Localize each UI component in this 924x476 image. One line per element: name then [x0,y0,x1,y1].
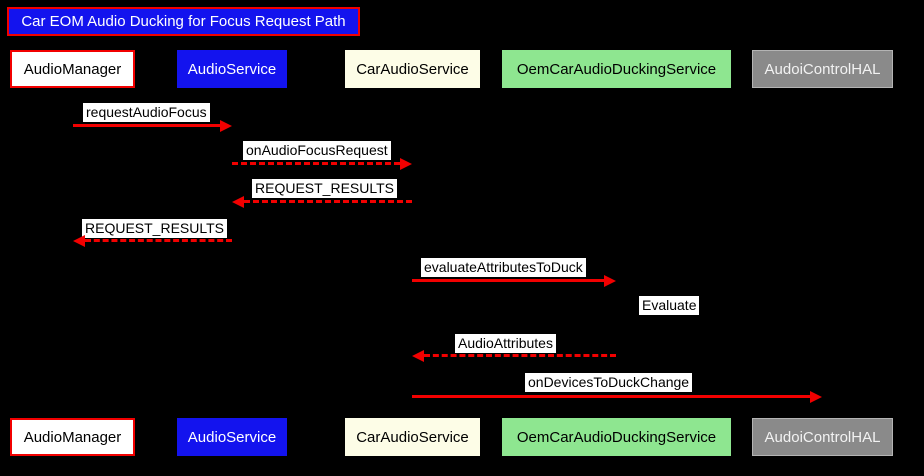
participant-audioservice-bottom: AudioService [177,418,287,456]
participant-caraudioservice-bottom: CarAudioService [345,418,480,456]
message-label-ondevicestoduckchange: onDevicesToDuckChange [525,373,693,392]
diagram-title: Car EOM Audio Ducking for Focus Request … [7,7,360,36]
message-line-request-results-2 [85,239,232,242]
message-label-audioattributes: AudioAttributes [455,334,556,353]
arrowhead-right-icon [604,275,616,287]
message-line-request-results-1 [244,200,412,203]
participant-audiomanager-top: AudioManager [10,50,135,88]
message-label-evaluateattributestoduck: evaluateAttributesToDuck [421,258,586,277]
message-line-onaudiofocusrequest [232,162,400,165]
message-label-evaluate: Evaluate [639,296,700,315]
message-line-evaluateattributestoduck [412,279,604,282]
participant-audiomanager-bottom: AudioManager [10,418,135,456]
participant-audoicontrolhal-bottom: AudoiControlHAL [752,418,893,456]
arrowhead-left-icon [73,235,85,247]
message-line-ondevicestoduckchange [412,395,810,398]
arrowhead-left-icon [412,350,424,362]
message-label-requestaudiofocus: requestAudioFocus [83,103,210,122]
arrowhead-right-icon [400,158,412,170]
arrowhead-right-icon [220,120,232,132]
participant-audioservice-top: AudioService [177,50,287,88]
participant-oemcaraudioduckingservice-top: OemCarAudioDuckingService [502,50,731,88]
participant-audoicontrolhal-top: AudoiControlHAL [752,50,893,88]
message-line-audioattributes [424,354,616,357]
arrowhead-right-icon [810,391,822,403]
message-line-requestaudiofocus [73,124,220,127]
arrowhead-left-icon [232,196,244,208]
participant-caraudioservice-top: CarAudioService [345,50,480,88]
participant-oemcaraudioduckingservice-bottom: OemCarAudioDuckingService [502,418,731,456]
message-label-request-results-2: REQUEST_RESULTS [82,219,227,238]
message-label-request-results-1: REQUEST_RESULTS [252,179,397,198]
message-label-onaudiofocusrequest: onAudioFocusRequest [243,141,391,160]
